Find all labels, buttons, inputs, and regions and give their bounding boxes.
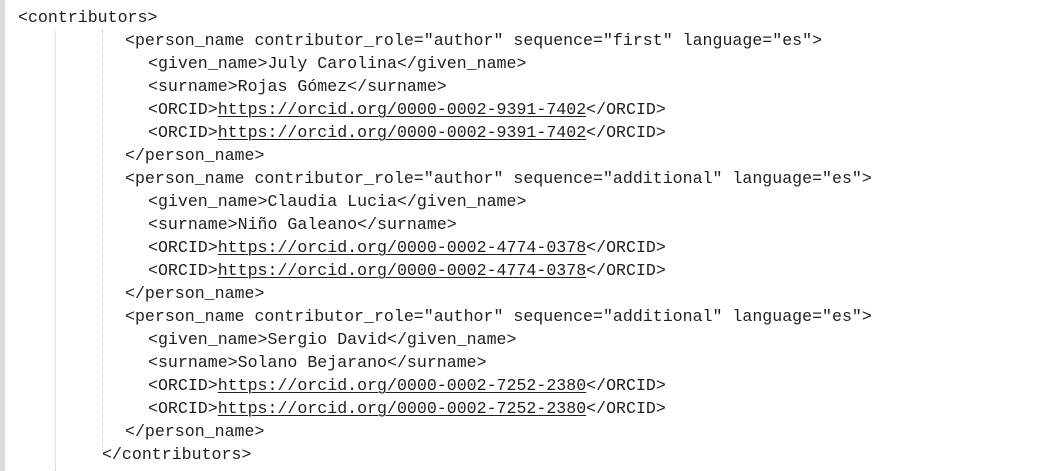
xml-line: <surname>Rojas Gómez</surname> <box>148 75 447 98</box>
orcid-link[interactable]: https://orcid.org/0000-0002-4774-0378 <box>217 261 587 280</box>
xml-line: <person_name contributor_role="author" s… <box>125 305 872 328</box>
xml-line-text: <contributors> <box>18 8 158 27</box>
xml-line-text: <given_name>Claudia Lucia</given_name> <box>148 192 527 211</box>
xml-line-text: <given_name>Sergio David</given_name> <box>148 330 517 349</box>
xml-line-text: </person_name> <box>125 284 265 303</box>
orcid-link[interactable]: https://orcid.org/0000-0002-7252-2380 <box>217 399 587 418</box>
viewer-left-border <box>0 0 5 471</box>
xml-line-text: <person_name contributor_role="author" s… <box>125 31 823 50</box>
orcid-link[interactable]: https://orcid.org/0000-0002-7252-2380 <box>217 376 587 395</box>
xml-line: </contributors> <box>102 443 251 466</box>
xml-line-text: <surname>Solano Bejarano</surname> <box>148 353 487 372</box>
orcid-open-tag: <ORCID> <box>148 376 218 395</box>
orcid-close-tag: </ORCID> <box>586 100 666 119</box>
xml-line: </person_name> <box>125 144 264 167</box>
orcid-link[interactable]: https://orcid.org/0000-0002-4774-0378 <box>217 238 587 257</box>
orcid-line: <ORCID>https://orcid.org/0000-0002-4774-… <box>148 236 666 259</box>
orcid-close-tag: </ORCID> <box>586 123 666 142</box>
orcid-open-tag: <ORCID> <box>148 238 218 257</box>
xml-line-text: <person_name contributor_role="author" s… <box>125 169 872 188</box>
xml-line: <given_name>July Carolina</given_name> <box>148 52 526 75</box>
orcid-link[interactable]: https://orcid.org/0000-0002-9391-7402 <box>217 123 587 142</box>
xml-line: </person_name> <box>125 420 264 443</box>
indent-guide-line <box>102 30 103 450</box>
xml-line-text: <given_name>July Carolina</given_name> <box>148 54 527 73</box>
orcid-open-tag: <ORCID> <box>148 261 218 280</box>
orcid-open-tag: <ORCID> <box>148 100 218 119</box>
orcid-line: <ORCID>https://orcid.org/0000-0002-7252-… <box>148 374 666 397</box>
orcid-link[interactable]: https://orcid.org/0000-0002-9391-7402 <box>217 100 587 119</box>
xml-line: <person_name contributor_role="author" s… <box>125 29 822 52</box>
orcid-line: <ORCID>https://orcid.org/0000-0002-7252-… <box>148 397 666 420</box>
xml-line-text: <person_name contributor_role="author" s… <box>125 307 872 326</box>
xml-line: <given_name>Sergio David</given_name> <box>148 328 516 351</box>
xml-line-text: </contributors> <box>102 445 252 464</box>
xml-line: <person_name contributor_role="author" s… <box>125 167 872 190</box>
orcid-line: <ORCID>https://orcid.org/0000-0002-9391-… <box>148 121 666 144</box>
xml-line: <contributors> <box>18 6 157 29</box>
xml-line-text: <surname>Rojas Gómez</surname> <box>148 77 447 96</box>
orcid-close-tag: </ORCID> <box>586 399 666 418</box>
indent-guide-line <box>55 30 56 471</box>
xml-line-text: </person_name> <box>125 422 265 441</box>
xml-line: </person_name> <box>125 282 264 305</box>
orcid-open-tag: <ORCID> <box>148 123 218 142</box>
xml-line: <surname>Solano Bejarano</surname> <box>148 351 487 374</box>
xml-line: <surname>Niño Galeano</surname> <box>148 213 457 236</box>
xml-line-text: </person_name> <box>125 146 265 165</box>
orcid-close-tag: </ORCID> <box>586 238 666 257</box>
orcid-open-tag: <ORCID> <box>148 399 218 418</box>
orcid-line: <ORCID>https://orcid.org/0000-0002-9391-… <box>148 98 666 121</box>
orcid-line: <ORCID>https://orcid.org/0000-0002-4774-… <box>148 259 666 282</box>
orcid-close-tag: </ORCID> <box>586 261 666 280</box>
xml-line-text: <surname>Niño Galeano</surname> <box>148 215 457 234</box>
orcid-close-tag: </ORCID> <box>586 376 666 395</box>
xml-line: <given_name>Claudia Lucia</given_name> <box>148 190 526 213</box>
